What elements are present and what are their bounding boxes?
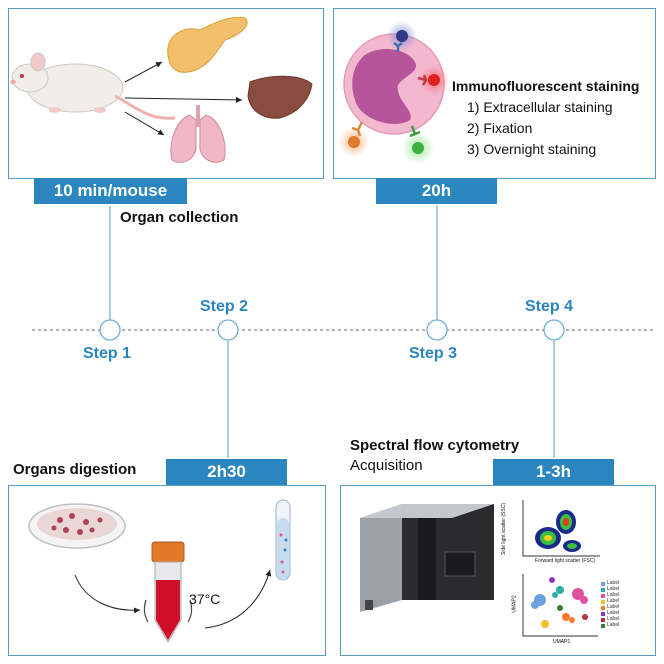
umap-legend-swatches [601, 582, 605, 628]
umap-legend-entry: Label [607, 610, 620, 616]
antibody-icons [351, 42, 428, 138]
umap-legend-entry: Label [607, 586, 620, 592]
step2-label: Step 2 [200, 298, 249, 315]
scatter-plot [522, 500, 600, 557]
step1-label: Step 1 [83, 345, 132, 362]
umap-x-label: UMAP1 [553, 639, 571, 645]
step3-caption: Immunofluorescent staining [452, 78, 640, 94]
step2-time-tag: 2h30 [166, 459, 287, 485]
step1-time-tag: 10 min/mouse [34, 178, 187, 204]
umap-legend-entry: Label [607, 580, 620, 586]
umap-y-label: UMAP2 [511, 595, 518, 613]
umap-legend: Label Label Label Label Label Label Labe… [607, 580, 619, 628]
liver-icon [247, 75, 313, 119]
step4-node [543, 319, 565, 341]
step4-caption: Spectral flow cytometry [350, 437, 520, 454]
umap-legend-entry: Label [607, 592, 620, 598]
umap-plot [522, 574, 598, 637]
arrow-to-lungs [124, 111, 165, 136]
blue-fluorophore-icon [396, 30, 408, 42]
arrow-to-tube [74, 574, 141, 614]
umap-legend-entry: Label [607, 616, 620, 622]
petri-dish-icon [28, 503, 126, 549]
cell-icon [343, 33, 445, 135]
scatter-x-label: Forward light scatter (FSC) [535, 558, 596, 564]
falcon-tube-icon [143, 541, 193, 643]
umap-legend-entry: Label [607, 622, 620, 628]
arrow-to-test-tube [204, 569, 272, 629]
substep-1: 1) Extracellular staining [467, 99, 613, 115]
pancreas-icon [167, 16, 248, 73]
step1-node [99, 319, 121, 341]
red-fluorophore-icon [428, 74, 440, 86]
step2-node [217, 319, 239, 341]
temperature-label: 37°C [189, 591, 221, 607]
cytometer-icon [360, 504, 494, 612]
umap-legend-entry: Label [607, 604, 620, 610]
lungs-icon [170, 105, 226, 163]
scatter-y-label: Side light scatter (SSC) [500, 503, 507, 555]
step3-time-tag: 20h [376, 178, 497, 204]
substep-3: 3) Overnight staining [467, 141, 597, 157]
umap-legend-entry: Label [607, 598, 620, 604]
step4-subcaption: Acquisition [350, 457, 423, 474]
mouse-icon [10, 52, 176, 120]
step4-time-tag: 1-3h [493, 459, 614, 485]
step3-node [426, 319, 448, 341]
orange-fluorophore-icon [348, 136, 360, 148]
test-tube-icon [275, 499, 291, 581]
step2-caption: Organs digestion [13, 461, 137, 478]
step4-label: Step 4 [525, 298, 574, 315]
green-fluorophore-icon [412, 142, 424, 154]
substep-2: 2) Fixation [467, 120, 533, 136]
step1-caption: Organ collection [120, 209, 239, 226]
arrow-to-pancreas [124, 61, 163, 83]
arrow-to-liver [124, 96, 243, 103]
step3-label: Step 3 [409, 345, 458, 362]
